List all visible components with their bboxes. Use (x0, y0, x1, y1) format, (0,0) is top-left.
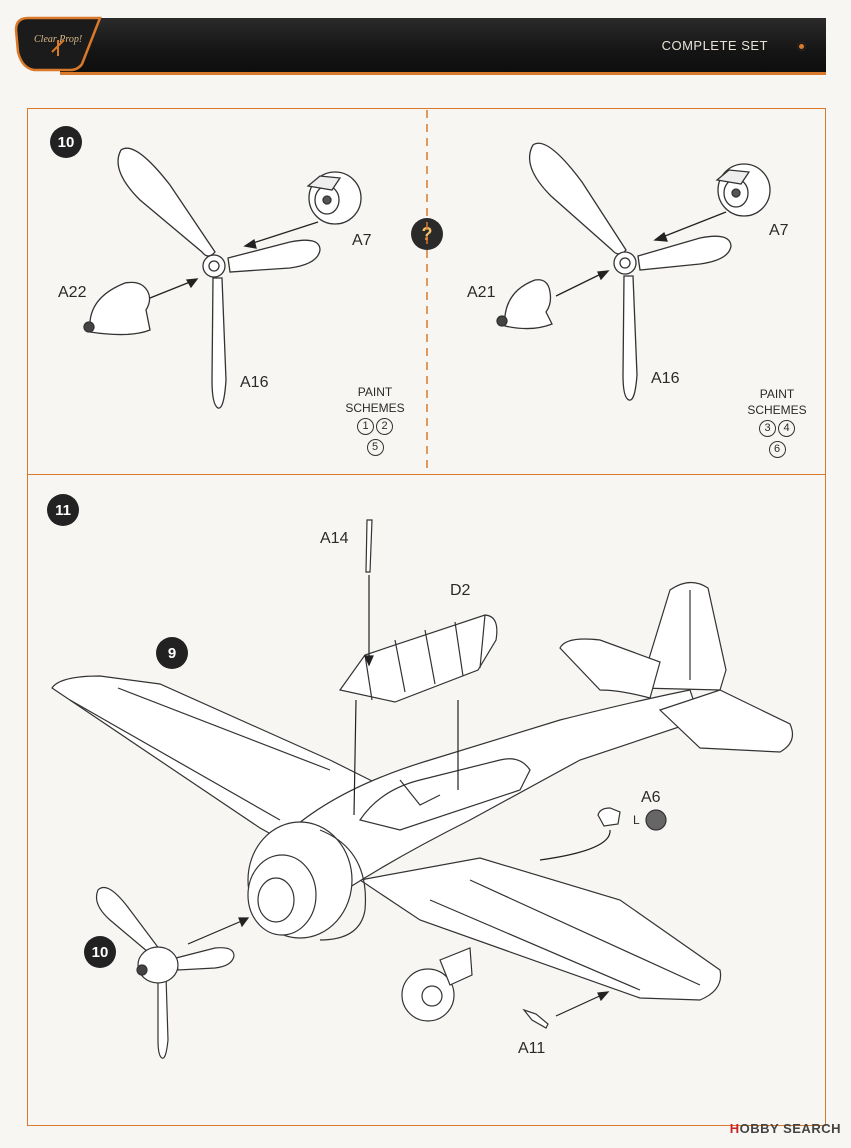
propeller-ref-drawing (95, 886, 235, 1059)
label-a11: A11 (518, 1040, 546, 1057)
paint-label-line2: SCHEMES (345, 401, 405, 415)
label-light-side: L (633, 813, 640, 827)
scheme-badge: 1 (357, 418, 374, 435)
watermark-h: H (729, 1121, 740, 1136)
scheme-badge: 3 (759, 420, 776, 437)
spinner-a21-right (496, 279, 553, 330)
hub-a7-left (306, 171, 362, 225)
step10-badge: 10 (50, 126, 82, 158)
light-a6 (597, 807, 667, 831)
label-a22: A22 (58, 284, 87, 301)
step11-frame (27, 474, 826, 1126)
paint-label-line1: PAINT (759, 387, 795, 401)
brand-logo: Clear Prop! (14, 16, 102, 72)
step11-badge: 11 (47, 494, 79, 526)
ref-step10-badge: 10 (84, 936, 116, 968)
watermark-text: OBBY SEARCH (739, 1121, 841, 1136)
antenna-a14 (365, 519, 373, 573)
propeller-right-drawing (528, 142, 732, 401)
paint-label-line2: SCHEMES (747, 403, 807, 417)
label-a14: A14 (320, 530, 349, 547)
spinner-a22-left (83, 281, 151, 336)
scheme-badge: 2 (376, 418, 393, 435)
watermark: HOBBY SEARCH (730, 1121, 841, 1136)
step-a11 (522, 1008, 549, 1029)
ref-step9-badge: 9 (156, 637, 188, 669)
paint-label-line1: PAINT (357, 385, 393, 399)
header-bar: COMPLETE SET (60, 18, 826, 75)
header-title: COMPLETE SET (661, 38, 768, 53)
label-a7-left: A7 (352, 232, 372, 249)
scheme-badge: 5 (366, 439, 384, 456)
label-a16-left: A16 (240, 374, 269, 391)
label-d2: D2 (450, 582, 471, 599)
scheme-badge: 6 (768, 441, 786, 458)
header-dot-icon (797, 42, 806, 51)
svg-text:Clear Prop!: Clear Prop! (34, 34, 82, 45)
label-a7-right: A7 (769, 222, 789, 239)
propeller-left-drawing (117, 147, 321, 409)
canopy-d2 (338, 614, 498, 703)
aircraft-drawing (51, 581, 793, 1022)
label-a6: A6 (641, 789, 661, 806)
label-a21: A21 (467, 284, 496, 301)
label-a16-right: A16 (651, 370, 680, 387)
hub-a7-right (715, 163, 771, 217)
scheme-badge: 4 (778, 420, 795, 437)
